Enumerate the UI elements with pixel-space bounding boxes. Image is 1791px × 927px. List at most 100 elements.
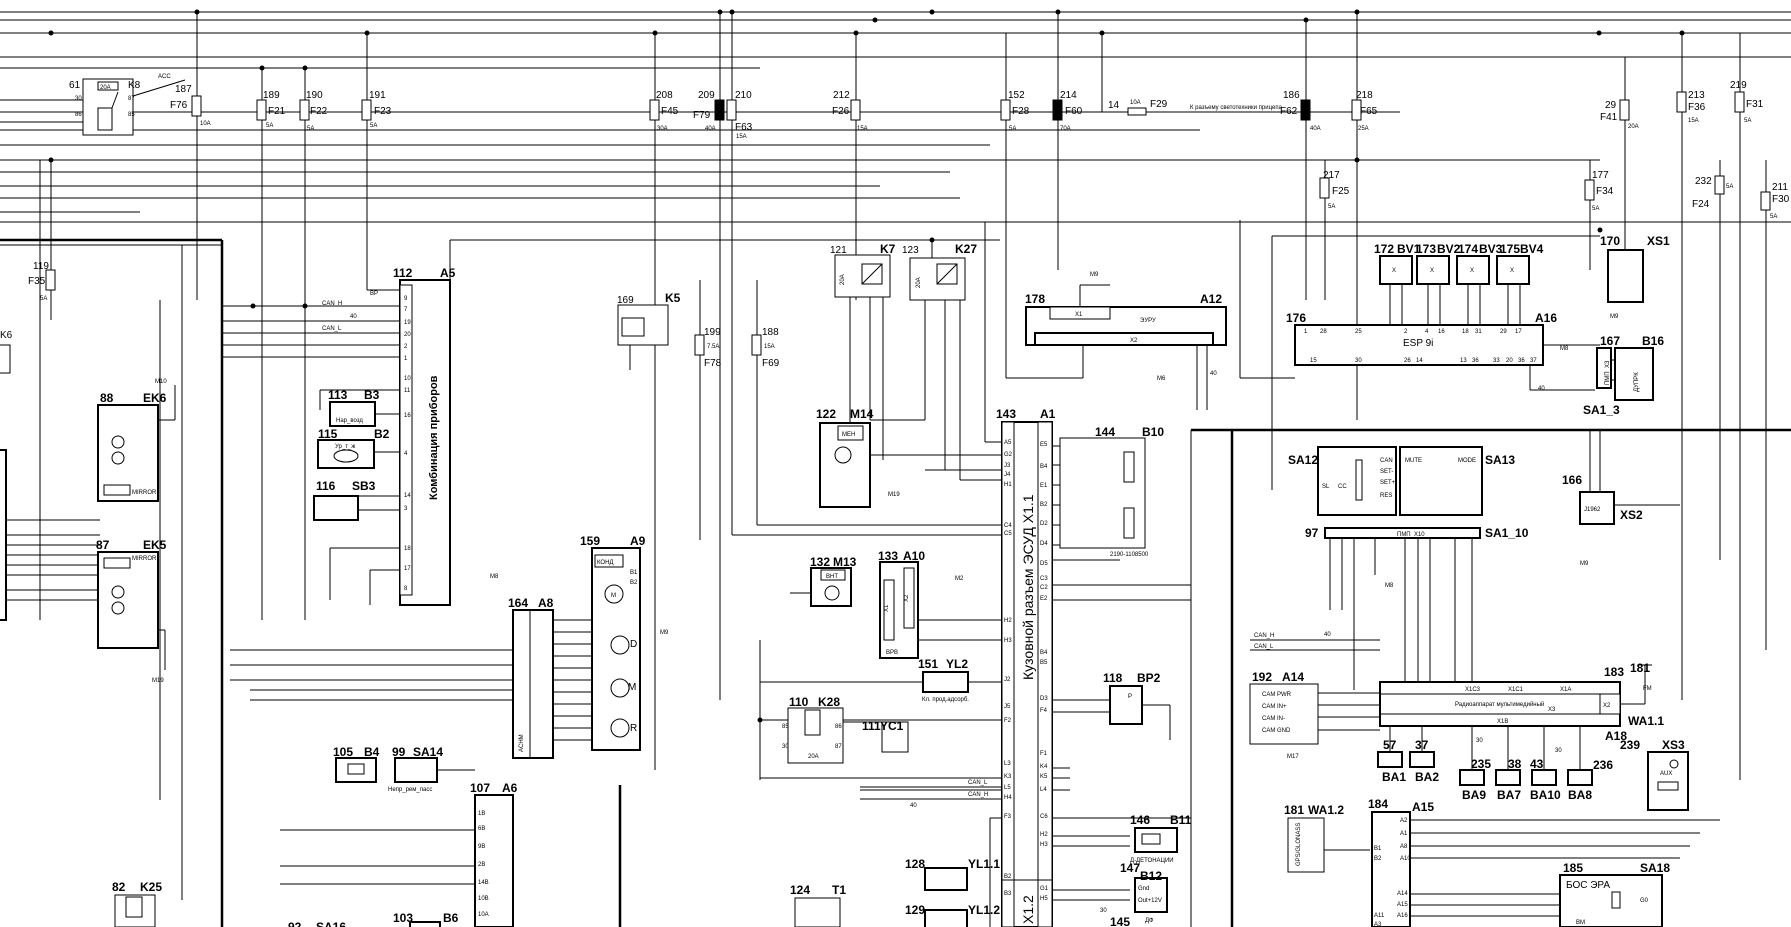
svg-text:SA18: SA18 <box>1640 861 1670 875</box>
svg-text:187: 187 <box>175 84 192 95</box>
svg-text:YL1.2: YL1.2 <box>968 903 1000 917</box>
svg-text:186: 186 <box>1283 90 1300 101</box>
svg-text:BPB: BPB <box>886 650 898 656</box>
module-A6: 107 A6 1B 6B 9B 2B 14B 10B 10A <box>280 781 518 927</box>
svg-text:M8: M8 <box>1385 583 1394 589</box>
svg-text:Непр_рем_пасс: Непр_рем_пасс <box>388 787 432 793</box>
svg-text:J4: J4 <box>1004 472 1011 478</box>
left-wire-bundle <box>0 160 222 900</box>
connector-XS1: 170 XS1 M9 <box>1600 234 1670 320</box>
svg-text:151: 151 <box>918 657 938 671</box>
svg-text:Д-ДЕТОНАЦИИ: Д-ДЕТОНАЦИИ <box>1130 858 1174 864</box>
svg-text:133: 133 <box>878 549 898 563</box>
svg-text:A10: A10 <box>1400 856 1411 862</box>
fuse-F21: 189 F21 5A <box>256 68 286 620</box>
svg-text:M19: M19 <box>152 678 164 684</box>
svg-text:BA2: BA2 <box>1415 770 1439 784</box>
svg-text:E5: E5 <box>1040 442 1048 448</box>
switch-SB3: 116 SB3 <box>313 479 400 521</box>
svg-text:BV3: BV3 <box>1479 242 1503 256</box>
connector-SA1-10: 97 ПМП_X10 SA1_10 M8 <box>1305 526 1529 690</box>
svg-text:X3: X3 <box>1548 707 1556 713</box>
bus-junctions <box>48 9 1685 233</box>
svg-text:86: 86 <box>75 112 82 118</box>
svg-text:116: 116 <box>316 479 336 493</box>
svg-text:ACC: ACC <box>158 74 171 80</box>
svg-text:A2: A2 <box>1400 818 1408 824</box>
svg-text:235: 235 <box>1471 757 1491 771</box>
svg-text:176: 176 <box>1286 311 1306 325</box>
svg-text:F26: F26 <box>832 106 850 117</box>
svg-text:36: 36 <box>1518 358 1525 364</box>
svg-text:MIRROR: MIRROR <box>132 556 157 562</box>
svg-text:YC1: YC1 <box>880 719 904 733</box>
svg-text:F2: F2 <box>1004 718 1012 724</box>
svg-text:210: 210 <box>735 90 752 101</box>
svg-text:A9: A9 <box>630 534 646 548</box>
svg-text:14: 14 <box>1416 358 1423 364</box>
camera-A14: 192 A14 CAM PWR CAM IN+ CAM IN- CAM GND … <box>1249 670 1380 760</box>
relay-K28: 110 K28 85 86 30 87 20A <box>757 640 844 780</box>
svg-text:40: 40 <box>350 314 357 320</box>
svg-text:A8: A8 <box>538 596 554 610</box>
svg-text:209: 209 <box>698 90 715 101</box>
svg-text:MODE: MODE <box>1458 458 1476 464</box>
svg-text:CC: CC <box>1338 484 1347 490</box>
fuse-F69: 188 15A F69 <box>751 280 780 490</box>
svg-text:C3: C3 <box>1040 576 1048 582</box>
svg-text:11: 11 <box>404 388 411 394</box>
svg-text:16: 16 <box>404 413 411 419</box>
svg-text:X1B: X1B <box>1497 719 1508 725</box>
svg-text:61: 61 <box>69 80 81 91</box>
svg-text:A8: A8 <box>1400 844 1408 850</box>
svg-text:124: 124 <box>790 883 810 897</box>
svg-text:219: 219 <box>1730 80 1747 91</box>
svg-text:29: 29 <box>1605 100 1617 111</box>
svg-text:164: 164 <box>508 596 528 610</box>
fuse-F34: 177 F34 5A <box>1584 160 1614 270</box>
svg-text:5A: 5A <box>1328 204 1335 210</box>
injector-YL1-1: 128 YL1.1 <box>905 857 1000 891</box>
sensor-BP2: 118 BP2 P <box>1103 671 1171 740</box>
svg-text:P: P <box>1128 694 1132 700</box>
sensor-B2: 115 B2 Ур_т_ж <box>317 427 400 469</box>
svg-text:AUX: AUX <box>1660 771 1672 777</box>
svg-text:103: 103 <box>393 911 413 925</box>
svg-text:111: 111 <box>862 719 881 733</box>
svg-text:M: M <box>628 682 636 693</box>
svg-text:B3: B3 <box>364 388 380 402</box>
svg-text:119: 119 <box>33 261 49 272</box>
fuse-F30: 211 F30 5A <box>1760 160 1790 650</box>
svg-text:F60: F60 <box>1065 106 1083 117</box>
svg-text:F63: F63 <box>735 122 753 133</box>
svg-text:152: 152 <box>1008 90 1025 101</box>
svg-text:WA1.1: WA1.1 <box>1628 714 1664 728</box>
svg-text:113: 113 <box>328 388 348 402</box>
svg-text:1: 1 <box>404 356 408 362</box>
svg-text:BA8: BA8 <box>1568 788 1592 802</box>
svg-text:L4: L4 <box>1040 787 1047 793</box>
svg-text:208: 208 <box>656 90 673 101</box>
svg-text:17: 17 <box>404 566 411 572</box>
svg-text:B2: B2 <box>630 580 638 586</box>
svg-text:T1: T1 <box>832 883 846 897</box>
fuse-F24: 232 F24 5A <box>1692 160 1733 560</box>
svg-text:ВНТ: ВНТ <box>826 574 838 580</box>
svg-text:92: 92 <box>288 920 302 927</box>
label-145: 145 <box>1110 915 1130 927</box>
svg-text:105: 105 <box>333 745 353 759</box>
svg-text:20A: 20A <box>1628 124 1639 130</box>
svg-text:RES: RES <box>1380 493 1392 499</box>
module-A16-esp: 176 A16 ESP 9i 1 28 25 2 4 16 18 31 29 1… <box>1239 220 1600 490</box>
svg-text:118: 118 <box>1103 671 1123 685</box>
module-A12: 178 A12 X1 X2 ЭУРУ M9 M6 40 <box>1006 272 1227 410</box>
wheel-sensors: 172 BV1 173 BV2 174 BV3 175 BV4 X X X X <box>1374 242 1544 325</box>
svg-text:J3: J3 <box>1004 463 1011 469</box>
svg-text:A14: A14 <box>1397 891 1408 897</box>
svg-text:К разъему светотехники прицепа: К разъему светотехники прицепа <box>1190 105 1283 111</box>
svg-text:D2: D2 <box>1040 521 1048 527</box>
svg-text:C2: C2 <box>1040 585 1048 591</box>
svg-text:YL1.1: YL1.1 <box>968 857 1000 871</box>
svg-text:121: 121 <box>830 245 847 256</box>
